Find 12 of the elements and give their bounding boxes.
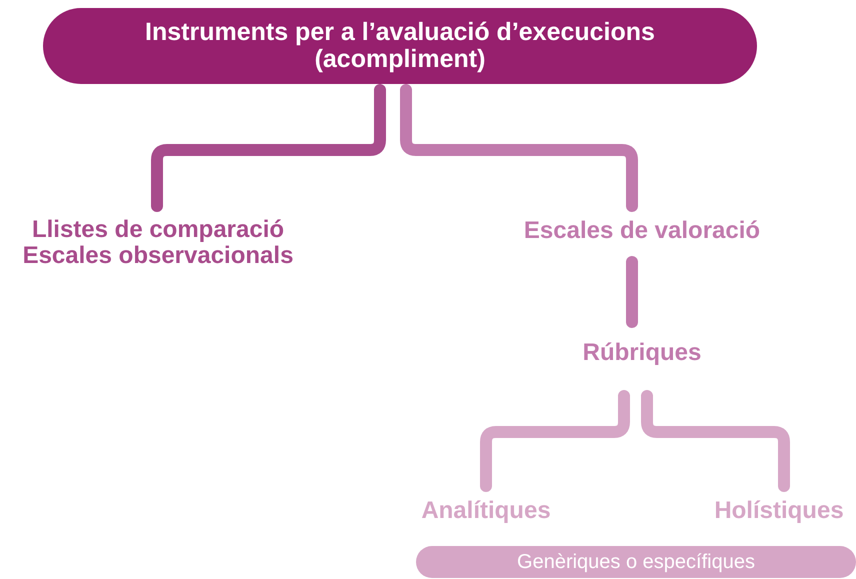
connector-line (400, 84, 638, 212)
connector-line (151, 84, 386, 212)
category-label: Llistes de comparació (32, 216, 284, 243)
category-label: Escales de valoració (524, 218, 760, 244)
box-title: Instruments per a l’avaluació d’execucions (acompliment) (144, 18, 656, 74)
category-label: Analítiques (421, 498, 551, 524)
category-label: Escales observacionals (22, 243, 294, 270)
pill-text: Genèriques o específiques (517, 551, 755, 573)
connector-line (626, 256, 638, 328)
note-pill (416, 546, 856, 578)
category-label: Holístiques (714, 498, 844, 524)
category-label: Rúbriques (582, 340, 702, 366)
